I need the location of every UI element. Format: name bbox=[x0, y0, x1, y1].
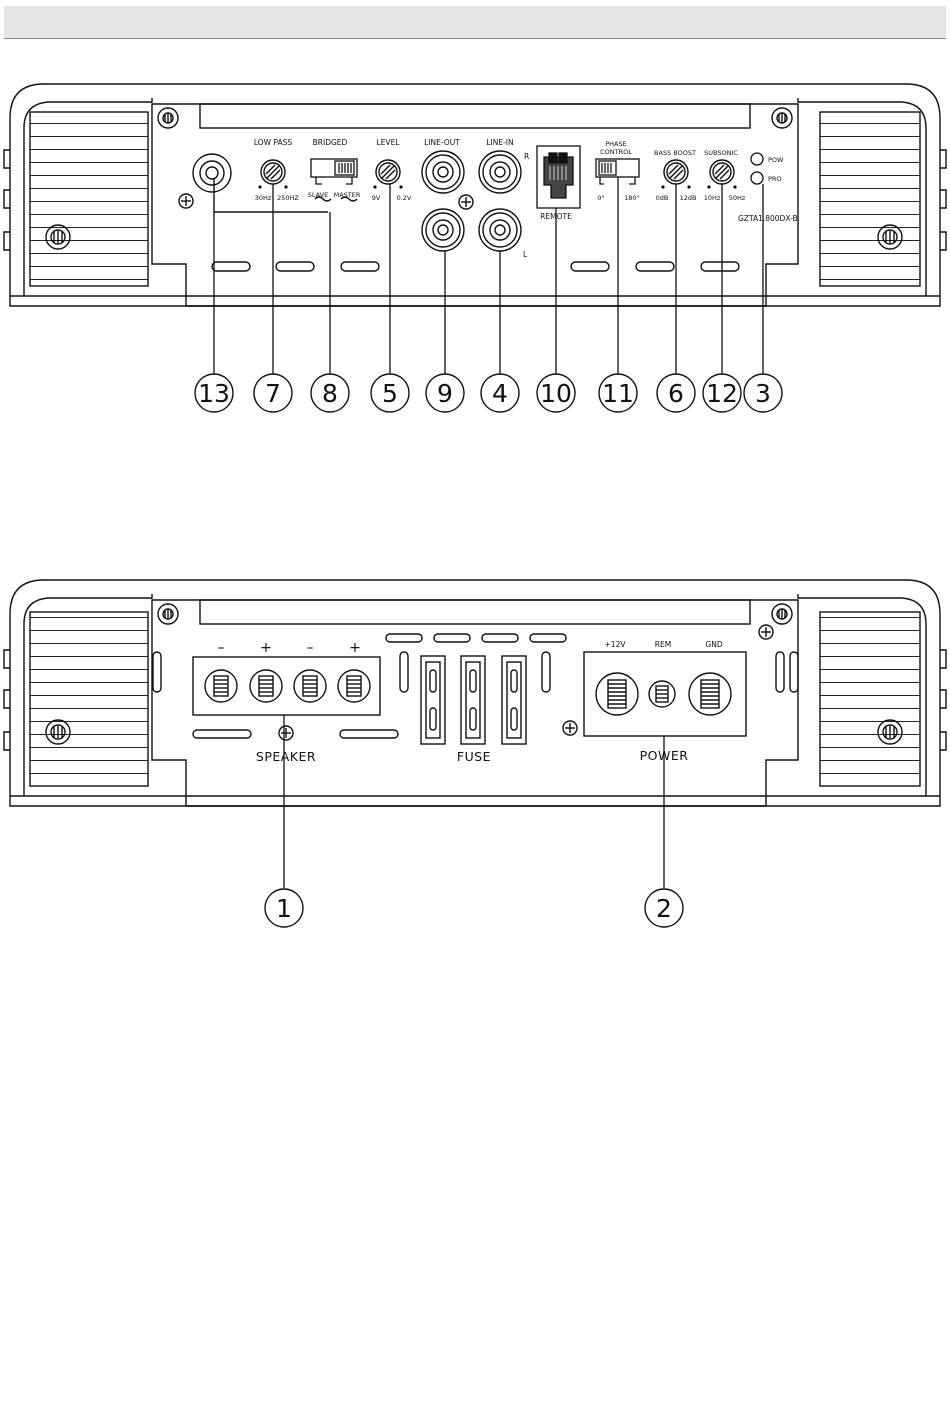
front-chassis-outline bbox=[10, 84, 940, 306]
pro-label: PRO bbox=[768, 175, 782, 183]
line-out-label: LINE-OUT bbox=[424, 138, 460, 147]
cross-screw-icon bbox=[459, 195, 473, 209]
rear-panel bbox=[4, 580, 946, 806]
power-terminal-block bbox=[584, 652, 746, 736]
power-led bbox=[751, 153, 763, 165]
callout-number: 10 bbox=[540, 379, 572, 408]
left-heatsink-fins bbox=[30, 612, 148, 786]
level-label: LEVEL bbox=[377, 138, 401, 147]
rear-leader-lines bbox=[284, 715, 664, 888]
level-knob[interactable] bbox=[376, 160, 400, 184]
phase-min: 0° bbox=[597, 194, 604, 202]
remote-bass-connector bbox=[193, 154, 328, 212]
speaker-terminal[interactable] bbox=[338, 670, 370, 702]
screw-icon bbox=[772, 604, 792, 624]
polarity-label: – bbox=[218, 640, 225, 656]
line-in-r-jack[interactable] bbox=[479, 151, 521, 193]
speaker-terminal[interactable] bbox=[205, 670, 237, 702]
fuse-holder[interactable] bbox=[502, 656, 526, 744]
callout-number: 4 bbox=[492, 379, 508, 408]
callout-number: 1 bbox=[276, 894, 292, 923]
phase-label-line1: PHASE bbox=[605, 140, 627, 148]
subsonic-max: 50Hz bbox=[729, 194, 746, 202]
rear-chassis-outline bbox=[10, 580, 940, 806]
bridged-label: BRIDGED bbox=[313, 138, 348, 147]
line-out-l-jack[interactable] bbox=[422, 209, 464, 251]
phase-label-line2: CONTROL bbox=[600, 148, 632, 156]
speaker-terminal[interactable] bbox=[294, 670, 326, 702]
model-number: GZTA1.800DX-B bbox=[738, 214, 798, 223]
subsonic-min: 10Hz bbox=[704, 194, 721, 202]
front-panel bbox=[4, 84, 946, 306]
rem-terminal[interactable] bbox=[649, 681, 675, 707]
cross-screw-icon bbox=[563, 721, 577, 735]
speaker-terminal[interactable] bbox=[250, 670, 282, 702]
front-faceplate bbox=[152, 104, 798, 306]
fuse-holder[interactable] bbox=[421, 656, 445, 744]
gnd-label: GND bbox=[705, 640, 722, 649]
fuse-holder[interactable] bbox=[461, 656, 485, 744]
slave-label: SLAVE bbox=[308, 191, 328, 199]
callout-number: 6 bbox=[668, 379, 684, 408]
plus12v-label: +12V bbox=[605, 640, 627, 649]
low-pass-label: LOW PASS bbox=[254, 138, 293, 147]
callout-number: 11 bbox=[602, 379, 634, 408]
callout-number: 5 bbox=[382, 379, 398, 408]
bass-max: 12dB bbox=[680, 194, 697, 202]
line-in-l-jack[interactable] bbox=[479, 209, 521, 251]
polarity-label: + bbox=[349, 640, 361, 656]
screw-icon bbox=[158, 604, 178, 624]
callout-number: 2 bbox=[656, 894, 672, 923]
low-pass-min: 30Hz bbox=[255, 194, 272, 202]
bass-boost-knob[interactable] bbox=[664, 160, 688, 184]
rem-label: REM bbox=[655, 640, 671, 649]
speaker-terminal-block bbox=[193, 657, 380, 715]
low-pass-knob[interactable] bbox=[261, 160, 285, 184]
speaker-label: SPEAKER bbox=[256, 749, 316, 764]
polarity-label: + bbox=[260, 640, 272, 656]
callout-number: 12 bbox=[706, 379, 738, 408]
cross-screw-icon bbox=[179, 194, 193, 208]
left-channel-label: L bbox=[523, 250, 528, 259]
line-out-r-jack[interactable] bbox=[422, 151, 464, 193]
protect-led bbox=[751, 172, 763, 184]
subsonic-knob[interactable] bbox=[710, 160, 734, 184]
callout-number: 9 bbox=[437, 379, 453, 408]
right-channel-label: R bbox=[524, 152, 529, 161]
low-pass-max: 250HZ bbox=[277, 194, 299, 202]
pow-label: POW bbox=[768, 156, 784, 164]
front-leader-lines bbox=[214, 177, 763, 374]
level-min: 9V bbox=[372, 194, 381, 202]
phase-max: 180° bbox=[624, 194, 640, 202]
callout-number: 13 bbox=[198, 379, 230, 408]
callout-number: 7 bbox=[265, 379, 281, 408]
level-max: 0.2V bbox=[397, 194, 412, 202]
callout-number: 3 bbox=[755, 379, 771, 408]
cross-screw-icon bbox=[279, 726, 293, 740]
right-heatsink-fins bbox=[820, 612, 920, 786]
polarity-label: – bbox=[307, 640, 314, 656]
master-label: MASTER bbox=[334, 191, 361, 199]
screw-icon bbox=[158, 108, 178, 128]
fuse-label: FUSE bbox=[457, 749, 491, 764]
line-in-label: LINE-IN bbox=[486, 138, 513, 147]
callout-number: 8 bbox=[322, 379, 338, 408]
left-heatsink-fins bbox=[30, 112, 148, 286]
plus12v-terminal[interactable] bbox=[596, 673, 638, 715]
screw-icon bbox=[772, 108, 792, 128]
right-heatsink-fins bbox=[820, 112, 920, 286]
gnd-terminal[interactable] bbox=[689, 673, 731, 715]
cross-screw-icon bbox=[759, 625, 773, 639]
remote-port[interactable] bbox=[537, 146, 580, 208]
bass-boost-label: BASS BOOST bbox=[654, 149, 696, 157]
subsonic-label: SUBSONIC bbox=[704, 149, 738, 157]
bass-min: 0dB bbox=[656, 194, 669, 202]
